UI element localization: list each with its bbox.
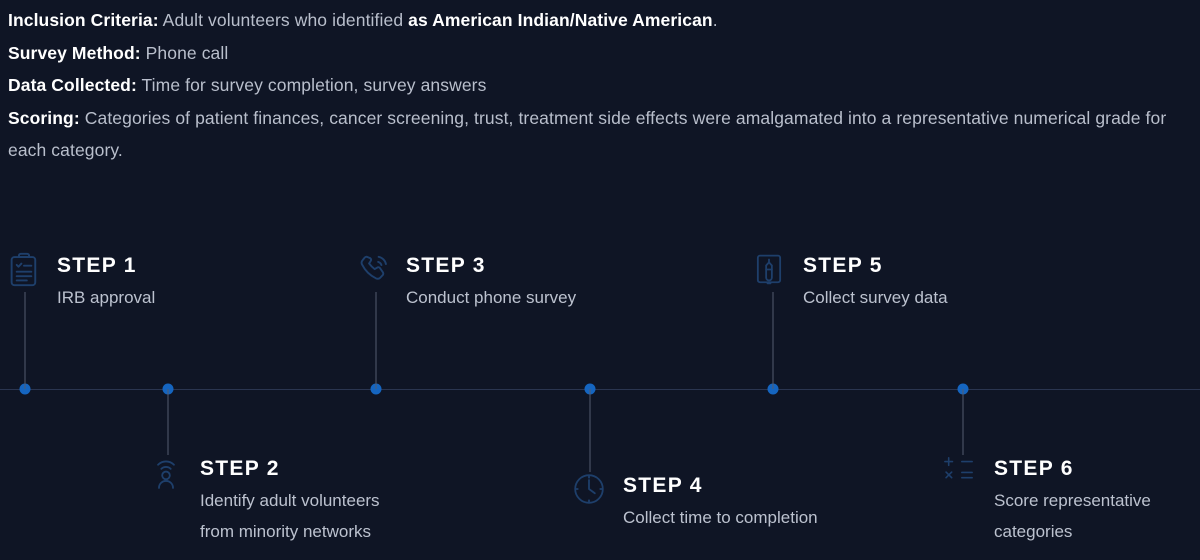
timeline-connector-line: [772, 292, 774, 389]
intro-line-text-tail: .: [712, 10, 718, 30]
timeline-connector-line: [589, 389, 591, 472]
step-description: Identify adult volunteers from minority n…: [200, 485, 380, 547]
step-title: STEP 1: [57, 254, 137, 277]
step-description-line: Score representative: [994, 491, 1151, 510]
intro-line-text: Categories of patient finances, cancer s…: [8, 107, 1167, 161]
step-description: Score representative categories: [994, 485, 1151, 547]
person-signal-icon: [149, 455, 187, 495]
document-pencil-icon: [752, 252, 790, 292]
timeline-connector-line: [962, 389, 964, 455]
step-description-line: from minority networks: [200, 522, 371, 541]
step-description-line: Collect time to completion: [623, 508, 818, 527]
intro-line-text: Time for survey completion, survey answe…: [136, 75, 487, 95]
intro-line: Scoring: Categories of patient finances,…: [8, 102, 1192, 167]
timeline-connector-line: [167, 389, 169, 455]
timeline-step-6[interactable]: STEP 6 Score representative categories: [943, 455, 1151, 547]
clock-icon: [572, 472, 610, 512]
timeline-axis: [0, 389, 1200, 390]
step-description-line: Collect survey data: [803, 288, 948, 307]
intro-line: Data Collected: Time for survey completi…: [8, 69, 1192, 102]
timeline-node-dot[interactable]: [19, 383, 31, 395]
intro-line: Inclusion Criteria: Adult volunteers who…: [8, 4, 1192, 37]
step-title: STEP 3: [406, 254, 486, 277]
step-description-line: categories: [994, 522, 1073, 541]
timeline-connector-line: [375, 292, 377, 389]
step-description: Collect survey data: [803, 282, 948, 313]
intro-line-label: Inclusion Criteria:: [8, 10, 159, 30]
intro-line-label: Survey Method:: [8, 42, 141, 63]
timeline-node-dot[interactable]: [767, 383, 779, 395]
step-description-line: IRB approval: [57, 288, 156, 307]
phone-ringing-icon: [355, 252, 393, 292]
timeline-connector-line: [24, 292, 26, 389]
math-symbols-icon: [943, 455, 981, 495]
timeline-node-dot[interactable]: [370, 383, 382, 395]
intro-line-text: Phone call: [140, 42, 229, 63]
study-summary-text: Inclusion Criteria: Adult volunteers who…: [8, 4, 1192, 167]
intro-line-emphasis: as American Indian/Native American: [408, 10, 713, 30]
step-description: IRB approval: [57, 282, 155, 313]
timeline-step-5[interactable]: STEP 5 Collect survey data: [752, 252, 948, 313]
clipboard-checklist-icon: [6, 252, 44, 292]
step-title: STEP 5: [803, 254, 883, 277]
step-description: Conduct phone survey: [406, 282, 576, 313]
timeline-step-2[interactable]: STEP 2 Identify adult volunteers from mino…: [149, 455, 380, 547]
intro-line: Survey Method: Phone call: [8, 37, 1192, 70]
intro-line-label: Data Collected:: [8, 75, 137, 95]
step-title: STEP 4: [623, 474, 703, 497]
timeline-step-1[interactable]: STEP 1 IRB approval: [6, 252, 155, 313]
intro-line-text: Adult volunteers who identified: [158, 10, 409, 30]
step-description-line: Conduct phone survey: [406, 288, 577, 307]
intro-line-label: Scoring:: [8, 107, 80, 128]
timeline-step-3[interactable]: STEP 3 Conduct phone survey: [355, 252, 576, 313]
timeline-step-4[interactable]: STEP 4 Collect time to completion: [572, 472, 818, 533]
step-description-line: Identify adult volunteers: [200, 491, 380, 510]
step-title: STEP 2: [200, 457, 280, 480]
step-description: Collect time to completion: [623, 502, 818, 533]
step-title: STEP 6: [994, 457, 1074, 480]
